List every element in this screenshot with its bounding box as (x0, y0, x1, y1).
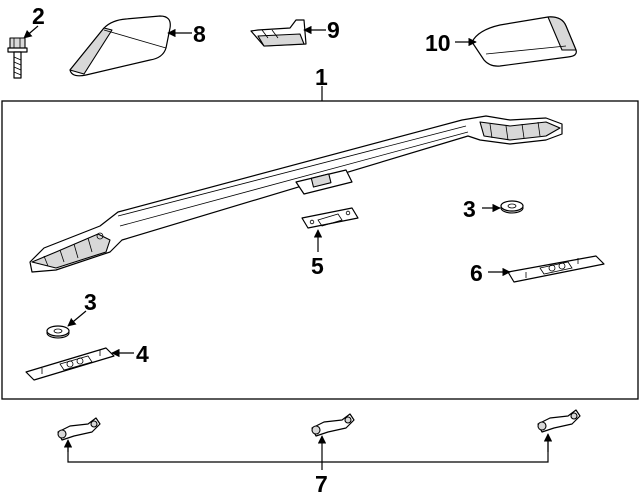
small-cover-part (250, 19, 307, 47)
leader-7-bracket (67, 436, 549, 463)
leader-2 (23, 25, 39, 39)
callout-8: 8 (193, 21, 206, 47)
leader-3-lower (67, 310, 87, 327)
clip-part-left (57, 417, 101, 441)
right-pad-part (507, 255, 605, 283)
center-pad-part (301, 207, 359, 229)
clip-part-center (311, 413, 355, 437)
callout-1: 1 (315, 64, 328, 90)
callout-5: 5 (311, 253, 324, 279)
assembly-frame (1, 100, 639, 400)
end-cover-part (69, 15, 171, 77)
callout-6: 6 (470, 260, 483, 286)
roof-rail-part (29, 115, 563, 273)
callout-2: 2 (32, 3, 45, 29)
clip-part-right (537, 409, 581, 433)
callout-3-lower: 3 (84, 289, 97, 315)
callout-9: 9 (327, 17, 340, 43)
end-cover-part-right (471, 16, 577, 67)
callout-10: 10 (425, 30, 451, 56)
callout-7: 7 (315, 471, 328, 497)
callout-4: 4 (136, 341, 149, 367)
washer-part-lower (46, 325, 70, 339)
bolt-part (7, 37, 28, 79)
left-pad-part (25, 347, 115, 381)
callout-3-upper: 3 (463, 196, 476, 222)
washer-part-upper (500, 200, 524, 214)
